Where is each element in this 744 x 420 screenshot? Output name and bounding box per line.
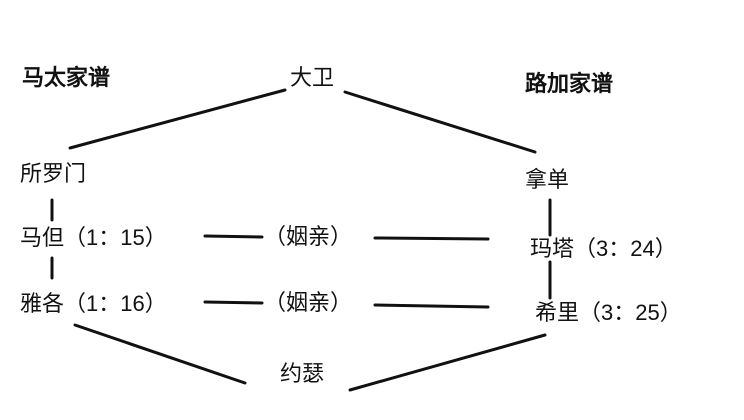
line-david-to-nathan (343, 90, 537, 154)
relation-lower: （姻亲） (264, 291, 353, 316)
node-heli: 希里（3：25） (535, 300, 682, 325)
node-jacob: 雅各（1：16） (20, 291, 167, 316)
node-joseph: 约瑟 (280, 362, 325, 387)
line-jacob-to-relation (203, 300, 264, 305)
luke-genealogy-title: 路加家谱 (525, 72, 614, 97)
line-heli-to-joseph (348, 333, 547, 392)
line-relation-to-matthat (373, 236, 490, 241)
line-david-to-solomon (68, 88, 287, 150)
line-jacob-to-joseph (73, 323, 247, 385)
node-solomon: 所罗门 (20, 162, 87, 187)
node-nathan: 拿单 (525, 168, 570, 193)
line-relation-to-heli (373, 303, 490, 309)
node-david: 大卫 (290, 66, 335, 91)
line-matthan-to-relation (203, 234, 264, 239)
node-matthan: 马但（1：15） (20, 225, 167, 250)
relation-upper: （姻亲） (264, 225, 353, 250)
node-matthat: 玛塔（3：24） (530, 236, 677, 261)
matthew-genealogy-title: 马太家谱 (22, 66, 111, 91)
